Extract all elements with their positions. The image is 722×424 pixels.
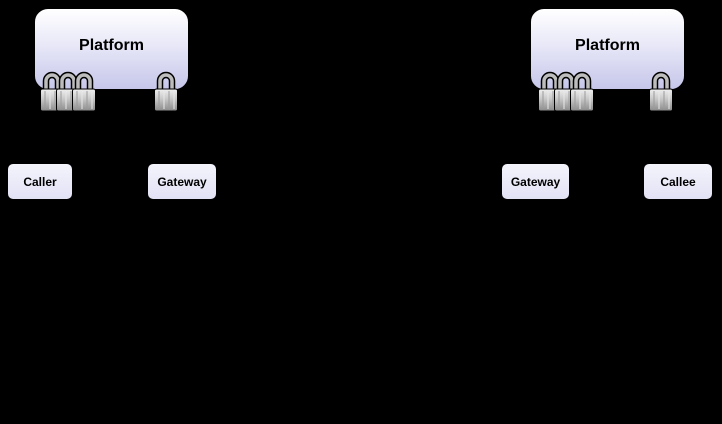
padlock-single-right xyxy=(647,68,675,114)
padlock-icon xyxy=(649,71,673,112)
padlock-icon xyxy=(72,71,96,112)
padlock-cluster-right xyxy=(536,68,596,114)
node-gateway-left-label: Gateway xyxy=(157,174,207,189)
node-callee: Callee xyxy=(643,163,713,200)
node-caller: Caller xyxy=(7,163,73,200)
platform-label-right: Platform xyxy=(575,37,640,54)
padlock-icon xyxy=(570,71,594,112)
node-gateway-right-label: Gateway xyxy=(510,174,561,189)
padlock-cluster-left xyxy=(38,68,98,114)
node-gateway-right: Gateway xyxy=(501,163,570,200)
node-caller-label: Caller xyxy=(23,174,57,189)
padlock-icon xyxy=(154,71,178,112)
platform-label-left: Platform xyxy=(79,37,144,54)
node-callee-label: Callee xyxy=(660,174,696,189)
padlock-single-left xyxy=(152,68,180,114)
node-gateway-left: Gateway xyxy=(147,163,217,200)
